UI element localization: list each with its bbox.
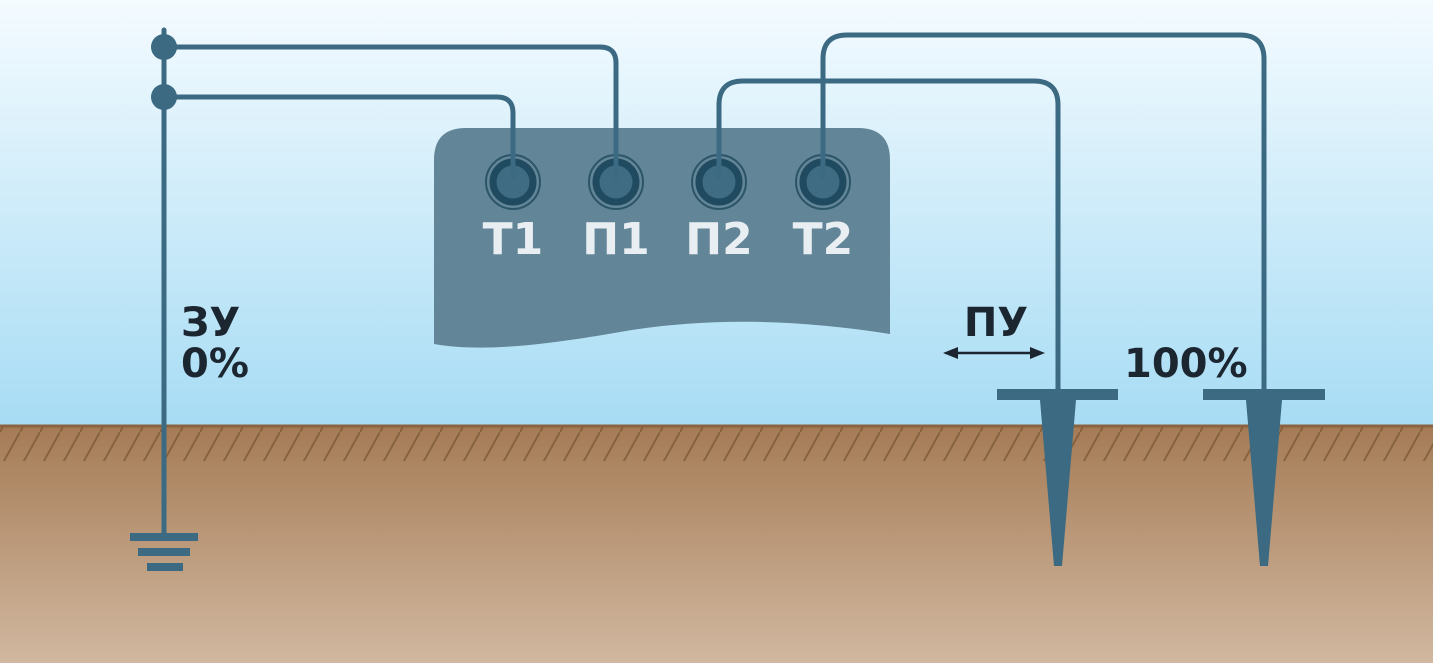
terminal-label-t2: Т2: [793, 214, 854, 265]
measuring-device-body: [434, 128, 890, 348]
grounding-device-label: ЗУ: [181, 300, 240, 346]
terminal-label-t1: Т1: [483, 214, 544, 265]
wire-t2: [820, 32, 1267, 395]
terminal-label-p1: П1: [582, 214, 649, 265]
double-arrow-icon: [943, 347, 1045, 359]
terminal-label-p2: П2: [685, 214, 752, 265]
potential-electrode: [997, 389, 1118, 566]
terminal-t2[interactable]: [795, 154, 851, 210]
junction-node-top: [151, 34, 177, 60]
grounding-percent-label: 0%: [181, 341, 249, 387]
wire-p1: [161, 44, 619, 181]
wire-t1: [161, 94, 516, 181]
junction-node-bottom: [151, 84, 177, 110]
wire-p2: [716, 78, 1061, 395]
current-percent-label: 100%: [1124, 341, 1248, 387]
soil-hatch: [0, 425, 1433, 461]
ground-symbol-icon: [130, 533, 198, 571]
potential-electrode-label: ПУ: [964, 300, 1028, 346]
current-electrode: [1203, 389, 1325, 566]
soil-ground: [0, 425, 1433, 663]
